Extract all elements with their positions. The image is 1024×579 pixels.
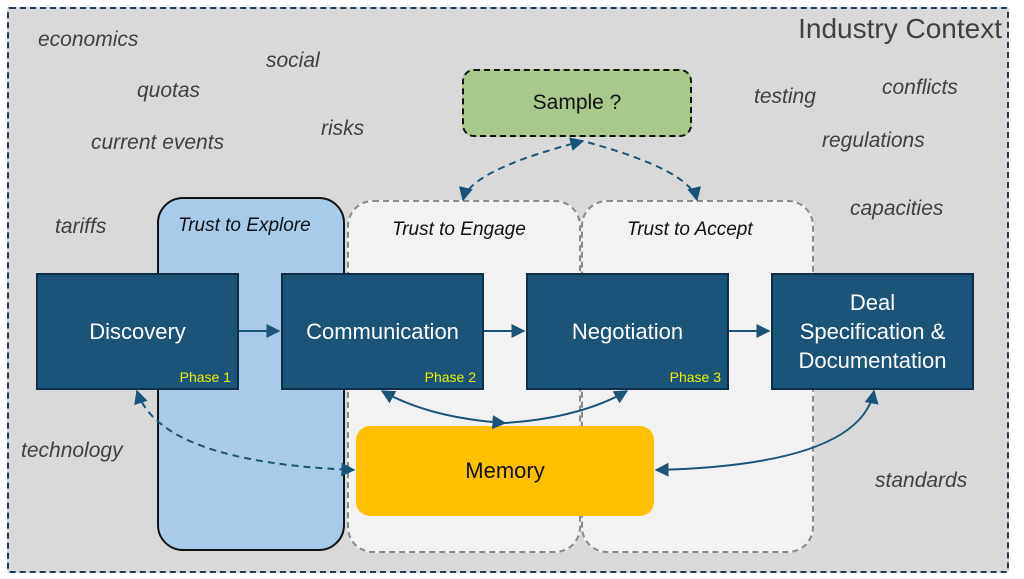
stage-discovery: Discovery Phase 1 (36, 273, 239, 390)
context-social: social (266, 49, 320, 72)
link-accept-sample-dashed (582, 140, 701, 202)
link-communication-memory (380, 390, 507, 430)
context-regulations: regulations (822, 129, 925, 152)
zone-label-accept: Trust to Accept (627, 219, 753, 240)
zone-label-engage: Trust to Engage (392, 219, 526, 240)
deal-line-2: Specification & (799, 319, 946, 344)
link-deal-memory (654, 389, 879, 477)
context-economics: economics (38, 28, 139, 51)
phase-3-label: Phase 3 (669, 369, 721, 385)
context-testing: testing (754, 85, 816, 108)
memory-box: Memory (356, 426, 654, 516)
link-negotiation-memory (504, 390, 629, 424)
link-discovery-memory-dashed (134, 389, 356, 477)
phase-2-label: Phase 2 (424, 369, 476, 385)
context-capacities: capacities (850, 197, 944, 220)
sample-box: Sample ? (462, 69, 692, 137)
stage-communication-label: Communication (306, 319, 459, 344)
context-tariffs: tariffs (55, 215, 107, 238)
deal-line-1: Deal (849, 290, 896, 315)
context-technology: technology (21, 439, 123, 462)
stage-deal-label: Deal Specification & Documentation (799, 288, 947, 375)
stage-negotiation-label: Negotiation (571, 319, 684, 344)
context-quotas: quotas (137, 79, 201, 102)
diagram-title: Industry Context (798, 13, 1002, 44)
stage-communication: Communication Phase 2 (281, 273, 484, 390)
context-current-events: current events (91, 131, 225, 154)
link-engage-sample-dashed (459, 137, 585, 202)
stage-negotiation: Negotiation Phase 3 (526, 273, 729, 390)
deal-line-3: Documentation (798, 348, 947, 373)
context-standards: standards (875, 469, 968, 492)
context-conflicts: conflicts (882, 76, 958, 99)
zone-label-explore: Trust to Explore (178, 215, 311, 236)
phase-1-label: Phase 1 (179, 369, 231, 385)
stage-discovery-label: Discovery (89, 319, 186, 344)
context-risks: risks (321, 117, 365, 140)
stage-deal-specification: Deal Specification & Documentation (771, 273, 974, 390)
